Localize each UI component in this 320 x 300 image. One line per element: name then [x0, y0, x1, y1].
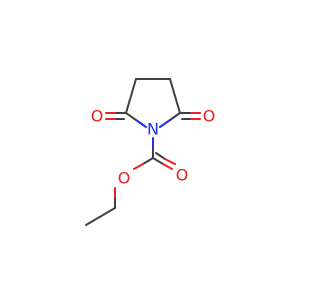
bond-c-o-carbonyl-b-part2: [164, 158, 176, 165]
bond-c2-n-part1: [125, 112, 137, 121]
bond-c-o-carbonyl-a-part1: [152, 157, 164, 165]
bond-c-o-ester-part1: [142, 157, 154, 165]
carbamate-group: [133, 137, 176, 170]
pyrrolidine-ring: [125, 78, 181, 128]
bond-c2-c5: [125, 78, 137, 114]
bond-c3-n-part2: [159, 119, 171, 128]
bond-c-o-ester-part2: [133, 163, 144, 170]
atom-o-ester: O: [118, 169, 131, 188]
bond-c-o-carbonyl-b-part1: [155, 152, 166, 160]
bond-c3-c4: [169, 78, 181, 114]
atom-o-left: O: [91, 107, 104, 126]
chemical-structure-diagram: N O O O O: [85, 78, 216, 226]
bond-c3-n-part1: [169, 112, 181, 121]
ring-carbonyls: [105, 112, 201, 120]
bond-c-o-carbonyl-a-part2: [162, 163, 173, 170]
atom-o-carbonyl: O: [176, 166, 189, 185]
atom-n: N: [147, 120, 159, 139]
bond-ch2-ch3: [85, 207, 116, 226]
atom-o-right: O: [203, 107, 216, 126]
ethyl-group: [85, 187, 116, 226]
bond-c2-n-part2: [135, 119, 147, 128]
